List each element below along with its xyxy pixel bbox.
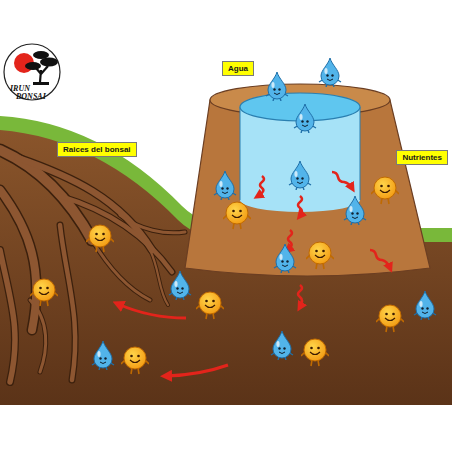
label-text: Agua (228, 64, 248, 73)
label-box: Raices del bonsai (57, 142, 137, 157)
label-text: Raices del bonsai (63, 145, 131, 154)
label-box: Agua (222, 61, 254, 76)
logo-text: IRUN (10, 84, 30, 93)
logo-text: BONSAI (16, 92, 46, 101)
label-text: Nutrientes (402, 153, 442, 162)
label-box: Nutrientes (396, 150, 448, 165)
